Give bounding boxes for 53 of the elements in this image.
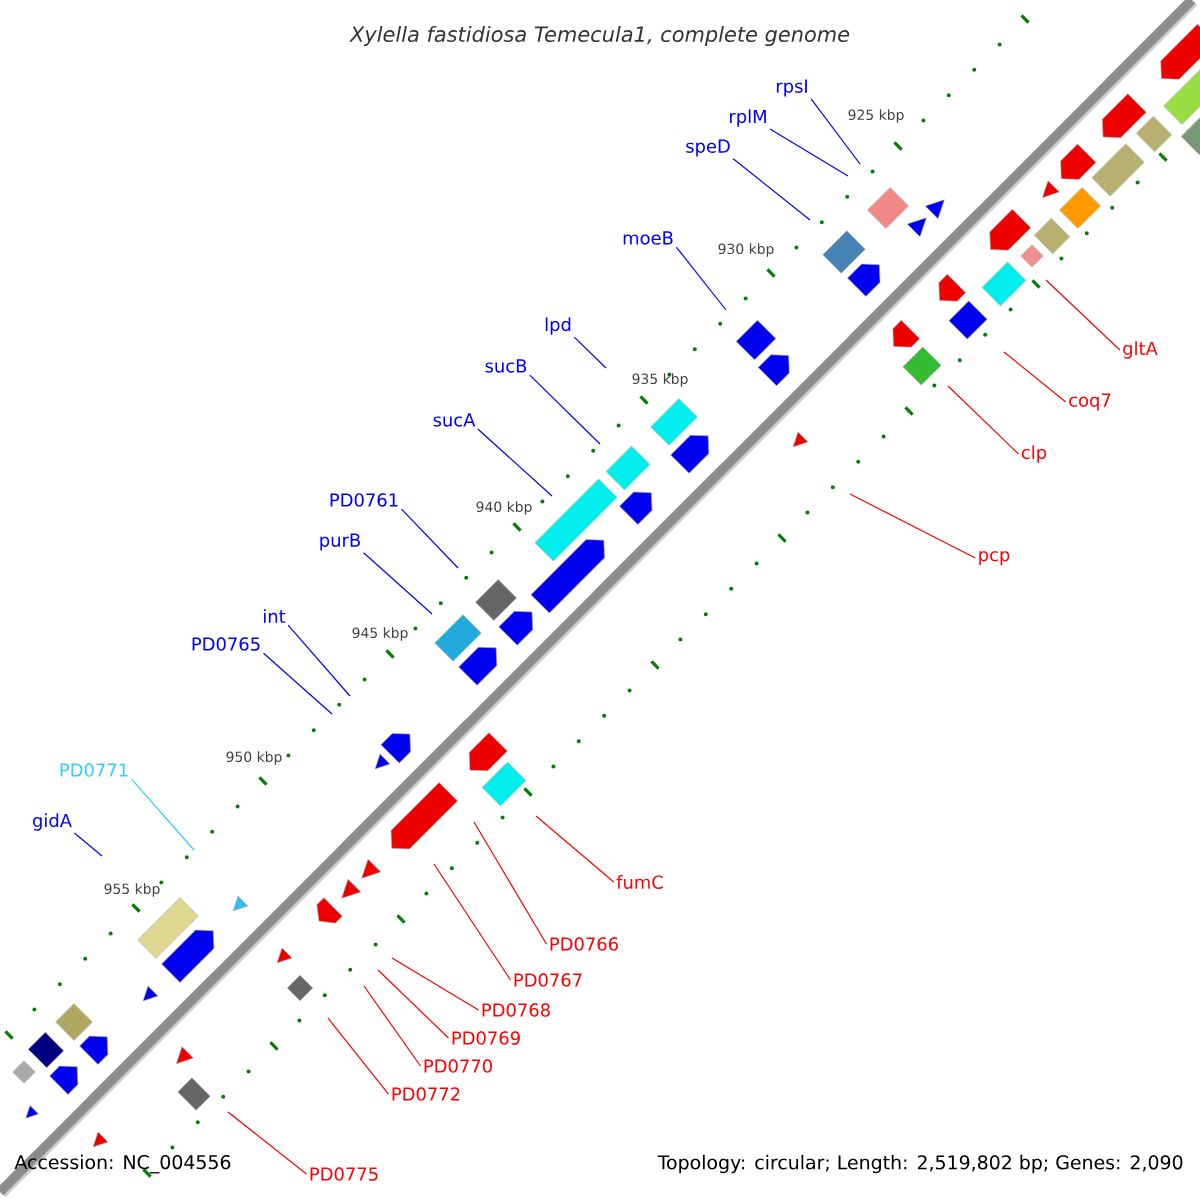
leader-line <box>849 493 976 559</box>
leader-line <box>947 385 1020 455</box>
gene-label: clp <box>1021 445 1047 463</box>
gene-label: speD <box>686 139 730 157</box>
gene-label: pcp <box>979 551 1010 565</box>
leader-line <box>400 508 459 569</box>
gene-label: PD0765 <box>192 637 260 651</box>
leader-line <box>477 428 553 497</box>
leader-line <box>769 128 849 177</box>
leader-line <box>1045 279 1121 351</box>
leader-line <box>529 374 601 445</box>
gene-label: coq7 <box>1069 393 1111 411</box>
gene-label: sucA <box>433 413 476 427</box>
gene-label: PD0766 <box>550 937 618 951</box>
leader-line <box>262 652 333 715</box>
gene-label: PD0768 <box>482 1003 550 1017</box>
leader-line <box>377 969 450 1039</box>
gene-label: PD0767 <box>514 973 582 987</box>
leader-line <box>433 863 512 981</box>
leader-line <box>810 98 861 165</box>
leader-line <box>327 1017 390 1095</box>
leader-line <box>130 778 195 851</box>
leader-line <box>363 985 422 1067</box>
gene-label: int <box>264 609 286 623</box>
leader-line <box>1003 351 1067 403</box>
gene-label: moeB <box>623 231 673 245</box>
gene-label: fumC <box>616 875 663 889</box>
gene-label: lpd <box>545 317 571 335</box>
gene-label: rpsI <box>776 79 807 97</box>
leader-line <box>73 832 103 857</box>
leader-line <box>473 821 548 945</box>
gene-label: PD0771 <box>60 763 128 777</box>
genome-info-text: Topology: circular; Length: 2,519,802 bp; Genes: 2,090 <box>657 1154 1183 1174</box>
gene-label: PD0775 <box>310 1167 378 1181</box>
gene-label: rplM <box>730 109 766 127</box>
gene-label: PD0770 <box>424 1059 492 1073</box>
leader-line <box>573 336 607 369</box>
accession-text: Accession: NC_004556 <box>14 1154 231 1174</box>
gene-label: sucB <box>485 359 527 373</box>
gene-label: gidA <box>33 813 72 831</box>
leader-line <box>363 552 433 615</box>
leader-line <box>732 158 811 221</box>
leader-line <box>287 624 351 697</box>
gene-label: gltA <box>1123 341 1158 359</box>
title: Xylella fastidiosa Temecula1, complete genome <box>349 25 850 47</box>
gene-label: PD0769 <box>452 1031 520 1045</box>
gene-label: PD0772 <box>392 1087 460 1101</box>
gene-label: PD0761 <box>330 493 398 507</box>
leader-line <box>535 815 615 883</box>
leader-line <box>675 246 727 311</box>
gene-label: purB <box>320 533 360 551</box>
leader-line <box>391 957 480 1011</box>
leader-line <box>227 1111 308 1175</box>
